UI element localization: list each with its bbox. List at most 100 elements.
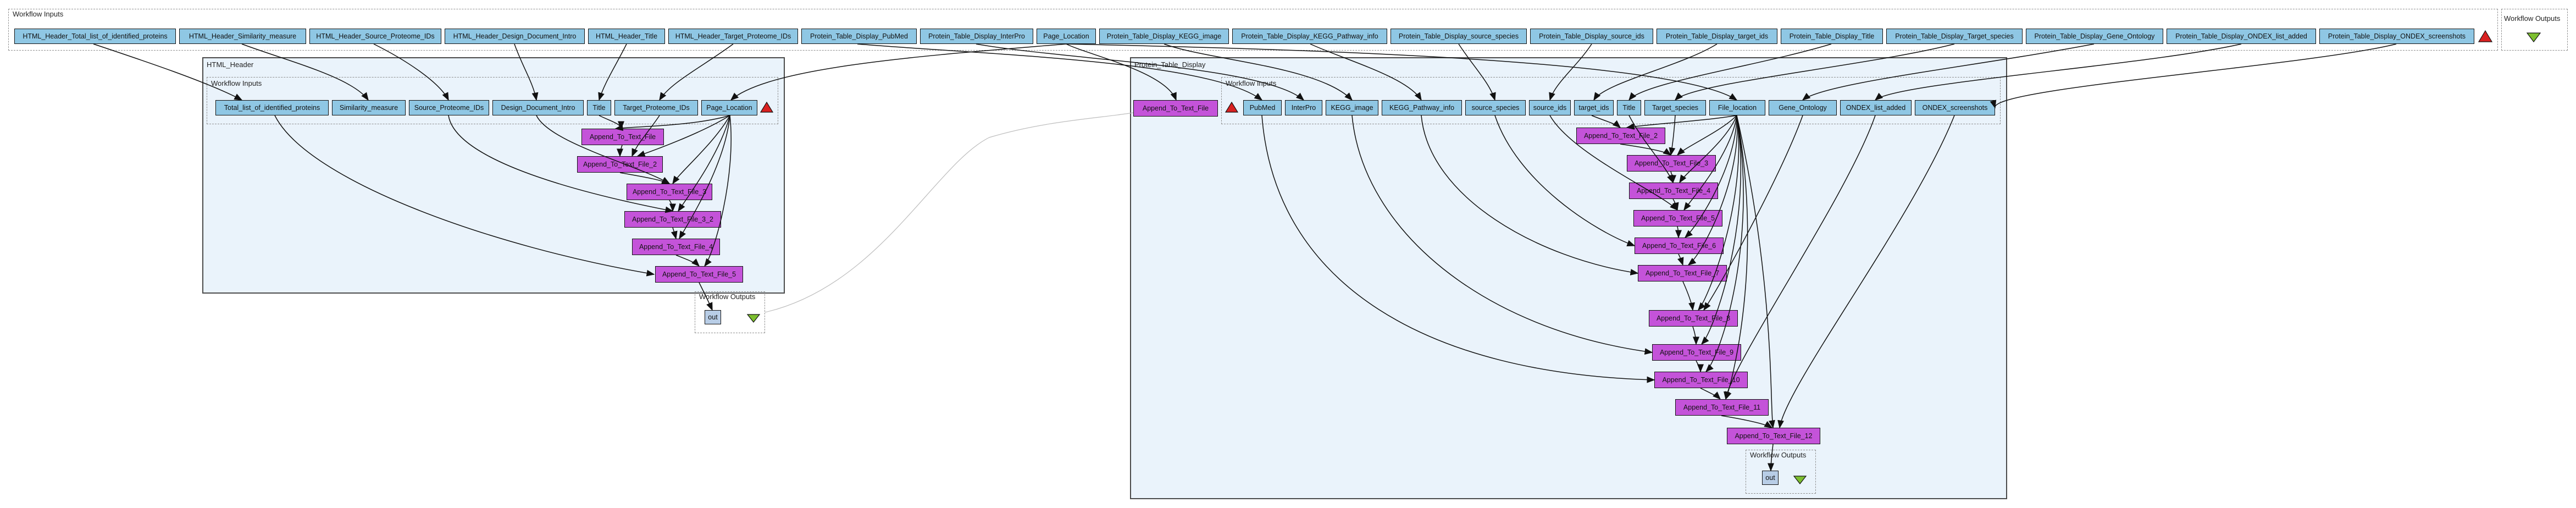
edge [1725, 115, 1748, 400]
ptd-input-title[interactable]: Title [1617, 100, 1641, 115]
ptd-process-append-7[interactable]: Append_To_Text_File_7 [1638, 265, 1727, 281]
edge [1549, 115, 1678, 211]
edge [598, 43, 627, 101]
input-ptd-interpro[interactable]: Protein_Table_Display_InterPro [920, 29, 1033, 44]
input-ptd-kegg-pathway[interactable]: Protein_Table_Display_KEGG_Pathway_info [1232, 29, 1387, 44]
edge [1700, 115, 1742, 345]
edge [1768, 444, 1775, 472]
ptd-input-source-ids[interactable]: source_ids [1529, 100, 1571, 115]
ptd-process-append-8[interactable]: Append_To_Text_File_8 [1649, 310, 1738, 327]
input-ptd-target-species[interactable]: Protein_Table_Display_Target_species [1886, 29, 2023, 44]
ptd-process-append-4[interactable]: Append_To_Text_File_4 [1629, 183, 1718, 199]
html-header-inputs-cluster [207, 77, 778, 124]
input-html-header-similarity[interactable]: HTML_Header_Similarity_measure [179, 29, 306, 44]
edge [1669, 115, 1676, 156]
hh-input-source-proteome[interactable]: Source_Proteome_IDs [409, 100, 489, 115]
edge [1421, 115, 1639, 275]
html-header-outputs-title: Workflow Outputs [699, 292, 756, 301]
edge [614, 115, 730, 131]
hh-input-similarity[interactable]: Similarity_measure [332, 100, 406, 115]
edge [857, 43, 1263, 101]
edge [1591, 115, 1621, 128]
input-html-header-total-list[interactable]: HTML_Header_Total_list_of_identified_pro… [14, 29, 176, 44]
edge [274, 115, 655, 277]
edge [1676, 115, 1737, 156]
input-ptd-kegg-image[interactable]: Protein_Table_Display_KEGG_image [1099, 29, 1229, 44]
protein-table-outputs-cluster [1746, 450, 1816, 494]
ptd-input-file-location[interactable]: File_location [1709, 100, 1765, 115]
ptd-process-append-1[interactable]: Append_To_Text_File [1133, 100, 1218, 117]
hh-process-append-4[interactable]: Append_To_Text_File_4 [632, 239, 720, 255]
output-triangle-icon [2526, 32, 2541, 42]
ptd-input-ondex-list[interactable]: ONDEX_list_added [1840, 100, 1912, 115]
ptd-input-ondex-screenshots[interactable]: ONDEX_screenshots [1915, 100, 1995, 115]
ptd-process-append-5[interactable]: Append_To_Text_File_5 [1633, 210, 1722, 227]
input-html-header-title[interactable]: HTML_Header_Title [588, 29, 665, 44]
edge [1261, 115, 1655, 383]
ptd-process-append-3[interactable]: Append_To_Text_File_3 [1627, 155, 1716, 172]
ptd-process-append-9[interactable]: Append_To_Text_File_9 [1652, 344, 1741, 361]
edge [1458, 43, 1496, 101]
edge [241, 43, 369, 101]
edge [1628, 43, 1832, 101]
html-header-inputs-title: Workflow Inputs [211, 79, 262, 87]
input-ptd-target-ids[interactable]: Protein_Table_Display_target_ids [1657, 29, 1777, 44]
input-ptd-source-species[interactable]: Protein_Table_Display_source_species [1391, 29, 1527, 44]
html-header-outputs-cluster [695, 291, 765, 333]
hh-input-target-proteome[interactable]: Target_Proteome_IDs [614, 100, 698, 115]
protein-table-title: Protein_Table_Display [1134, 60, 1206, 69]
edge [1696, 360, 1704, 373]
ptd-input-interpro[interactable]: InterPro [1285, 100, 1322, 115]
protein-table-outputs-title: Workflow Outputs [1750, 451, 1807, 459]
edge [1683, 115, 1737, 211]
edge [1684, 115, 1737, 239]
edge [1990, 43, 2397, 109]
ptd-process-append-10[interactable]: Append_To_Text_File_10 [1654, 372, 1748, 388]
input-ptd-ondex-list[interactable]: Protein_Table_Display_ONDEX_list_added [2167, 29, 2316, 44]
edge [672, 115, 730, 185]
workflow-outputs-cluster [2501, 9, 2568, 51]
edge [617, 145, 624, 157]
ptd-input-pubmed[interactable]: PubMed [1243, 100, 1282, 115]
input-page-location[interactable]: Page_Location [1037, 29, 1096, 44]
edge [1777, 115, 1955, 429]
hh-input-design-doc[interactable]: Design_Document_Intro [492, 100, 584, 115]
ptd-input-target-ids[interactable]: target_ids [1574, 100, 1614, 115]
edge [1066, 43, 1177, 101]
hh-input-total-list[interactable]: Total_list_of_identified_proteins [215, 100, 329, 115]
ptd-process-append-11[interactable]: Append_To_Text_File_11 [1675, 399, 1769, 416]
hh-input-page-location[interactable]: Page_Location [701, 100, 757, 115]
edge [1679, 115, 1737, 184]
input-ptd-source-ids[interactable]: Protein_Table_Display_source_ids [1530, 29, 1653, 44]
input-ptd-gene-ontology[interactable]: Protein_Table_Display_Gene_Ontology [2026, 29, 2163, 44]
edge [514, 43, 539, 101]
edge [1692, 326, 1699, 345]
edge [1593, 43, 1718, 101]
input-ptd-ondex-screenshots[interactable]: Protein_Table_Display_ONDEX_screenshots [2319, 29, 2474, 44]
ptd-output-out[interactable]: out [1762, 471, 1779, 485]
input-html-header-design-doc[interactable]: HTML_Header_Design_Document_Intro [445, 29, 585, 44]
input-html-header-source-proteome[interactable]: HTML_Header_Source_Proteome_IDs [309, 29, 441, 44]
ptd-input-source-species[interactable]: source_species [1465, 100, 1526, 115]
edge [1351, 115, 1653, 355]
hh-input-title[interactable]: Title [587, 100, 611, 115]
edge [1682, 281, 1696, 311]
edge [679, 115, 730, 240]
hh-process-append-3-2[interactable]: Append_To_Text_File_3_2 [624, 211, 721, 228]
edge [671, 227, 678, 240]
edge [1687, 115, 1738, 266]
input-ptd-pubmed[interactable]: Protein_Table_Display_PubMed [801, 29, 917, 44]
edge [1705, 115, 1744, 373]
edge [631, 115, 660, 157]
edge [1620, 143, 1672, 156]
edge [93, 43, 243, 101]
edge [1672, 198, 1679, 211]
edge [373, 43, 449, 101]
ptd-input-kegg-pathway[interactable]: KEGG_Pathway_info [1382, 100, 1462, 115]
input-ptd-title[interactable]: Protein_Table_Display_Title [1781, 29, 1883, 44]
hh-process-append-5[interactable]: Append_To_Text_File_5 [655, 266, 743, 283]
edge [1736, 115, 1775, 429]
hh-output-out[interactable]: out [705, 310, 721, 324]
input-html-header-target-proteome[interactable]: HTML_Header_Target_Proteome_IDs [668, 29, 798, 44]
